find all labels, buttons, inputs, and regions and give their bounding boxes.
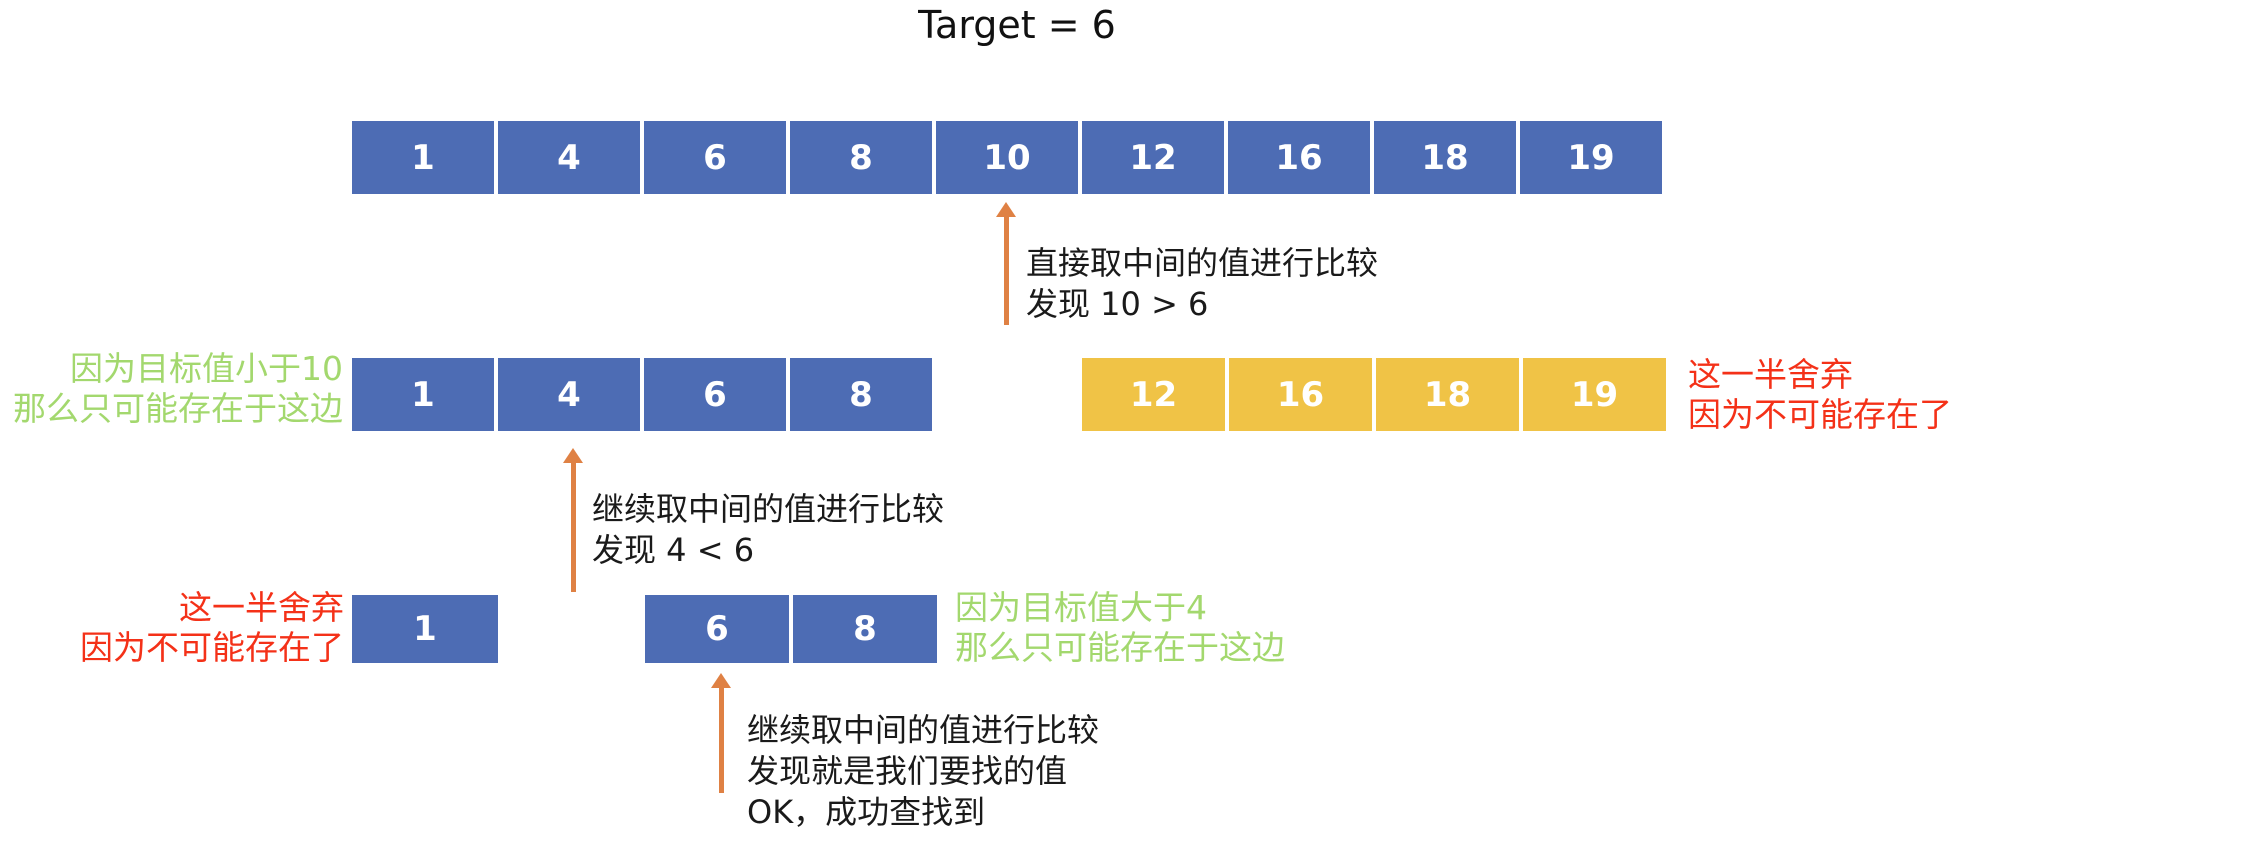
step3-kept-label-line2: 那么只可能存在于这边 <box>955 628 1285 667</box>
step2-discarded-label-line2: 因为不可能存在了 <box>1688 395 1952 434</box>
step1-cell: 10 <box>936 121 1078 194</box>
step2-discarded-cell: 18 <box>1376 358 1519 431</box>
arrow-stem <box>1003 217 1009 325</box>
step2-discarded-cell: 12 <box>1082 358 1225 431</box>
step2-kept-label-line2: 那么只可能存在于这边 <box>13 389 343 428</box>
step1-cell: 6 <box>644 121 786 194</box>
step3-discarded-label-line2: 因为不可能存在了 <box>80 628 344 667</box>
step2-discarded-label: 这一半舍弃 因为不可能存在了 <box>1688 355 1952 435</box>
step1-cell: 1 <box>352 121 494 194</box>
step1-note-line1: 直接取中间的值进行比较 <box>1026 244 1379 282</box>
arrow-stem <box>718 688 724 793</box>
step2-up-arrow-icon <box>563 448 583 592</box>
step1-cell: 4 <box>498 121 640 194</box>
step3-discarded-row: 1 <box>352 595 498 663</box>
step1-up-arrow-icon <box>996 202 1016 325</box>
step1-cell: 16 <box>1228 121 1370 194</box>
step3-note-line3: OK，成功查找到 <box>747 793 986 831</box>
step2-note-line2: 发现 4 < 6 <box>592 531 755 569</box>
step1-note: 直接取中间的值进行比较 发现 10 > 6 <box>1026 243 1378 325</box>
arrow-head <box>711 673 731 688</box>
step1-cell: 8 <box>790 121 932 194</box>
step2-kept-cell: 4 <box>498 358 640 431</box>
step2-kept-cell: 6 <box>644 358 786 431</box>
step2-kept-cell: 8 <box>790 358 932 431</box>
step3-discarded-label: 这一半舍弃 因为不可能存在了 <box>80 588 344 668</box>
step2-note-line1: 继续取中间的值进行比较 <box>592 490 945 528</box>
step3-note: 继续取中间的值进行比较 发现就是我们要找的值 OK，成功查找到 <box>747 710 1099 833</box>
page-title: Target = 6 <box>918 3 1116 47</box>
step3-note-line2: 发现就是我们要找的值 <box>747 752 1068 790</box>
step2-kept-label-line1: 因为目标值小于10 <box>70 349 343 388</box>
step1-note-line2: 发现 10 > 6 <box>1026 285 1209 323</box>
step1-cell: 19 <box>1520 121 1662 194</box>
step2-discarded-cell: 19 <box>1523 358 1666 431</box>
step3-kept-label-line1: 因为目标值大于4 <box>955 588 1207 627</box>
step3-kept-cell: 8 <box>793 595 937 663</box>
step3-discarded-label-line1: 这一半舍弃 <box>179 588 344 627</box>
arrow-head <box>996 202 1016 217</box>
step3-note-line1: 继续取中间的值进行比较 <box>747 711 1100 749</box>
arrow-head <box>563 448 583 463</box>
step2-discarded-label-line1: 这一半舍弃 <box>1688 355 1853 394</box>
step2-kept-label: 因为目标值小于10 那么只可能存在于这边 <box>13 349 343 429</box>
step3-discarded-cell: 1 <box>352 595 498 663</box>
step3-kept-label: 因为目标值大于4 那么只可能存在于这边 <box>955 588 1285 668</box>
step1-cell: 12 <box>1082 121 1224 194</box>
step2-discarded-cell: 16 <box>1229 358 1372 431</box>
step1-cell: 18 <box>1374 121 1516 194</box>
step3-kept-cell: 6 <box>645 595 789 663</box>
step2-kept-cell: 1 <box>352 358 494 431</box>
step2-note: 继续取中间的值进行比较 发现 4 < 6 <box>592 489 944 571</box>
arrow-stem <box>570 463 576 592</box>
step3-up-arrow-icon <box>711 673 731 793</box>
